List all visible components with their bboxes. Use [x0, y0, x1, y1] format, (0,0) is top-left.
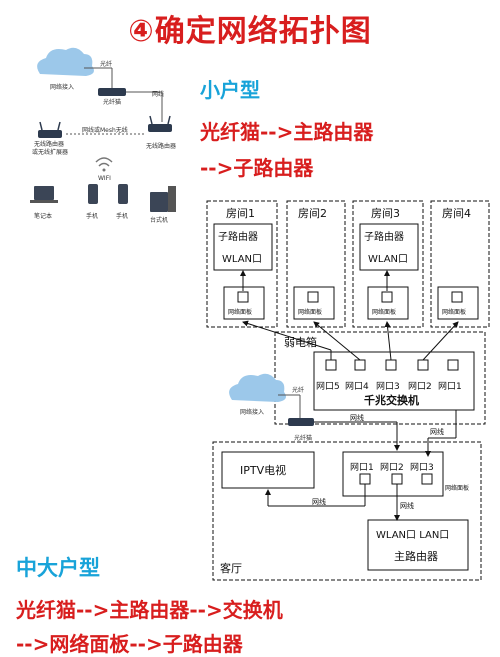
room-panel-4: 网络面板 [442, 308, 466, 316]
room-panel-1: 网络面板 [228, 308, 252, 316]
small-apartment-line-2: -->子路由器 [200, 156, 314, 180]
small-apartment-heading: 小户型 [200, 78, 260, 102]
main-router-label: 无线路由器 [146, 142, 176, 150]
iptv-label: IPTV电视 [240, 463, 286, 477]
living-room-label: 客厅 [220, 561, 242, 575]
room-label-1: 房间1 [226, 207, 255, 220]
room-label-3: 房间3 [371, 207, 400, 220]
cloud-icon [229, 373, 286, 402]
weak-current-box: 弱电箱 网口5 网口4 网口3 网口2 网口1 千兆交换机 [242, 320, 486, 425]
switch-port-3: 网口3 [376, 381, 400, 392]
lower-cable-label: 网线 [350, 413, 364, 422]
switch-label: 千兆交换机 [364, 393, 419, 407]
page-title: ④确定网络拓扑图 [128, 14, 372, 49]
iptv-cable-label: 网线 [312, 497, 326, 506]
wifi-label: WIFI [98, 175, 111, 182]
modem-icon [98, 88, 126, 96]
cloud-icon [37, 47, 94, 76]
device-label-desktop: 台式机 [150, 216, 168, 224]
switch-port-1: 网口1 [438, 381, 462, 392]
living-room: 网络接入 光纤 光纤猫 网线 网线 客厅 IPTV电视 网口1 网口2 网口3 … [212, 373, 482, 581]
device-label-phone-2: 手机 [116, 212, 128, 220]
sub-router-icon [38, 130, 62, 138]
main-router-icon [148, 124, 172, 132]
small-apartment-line-1: 光纤猫-->主路由器 [200, 120, 374, 144]
lower-modem-label: 光纤猫 [294, 434, 312, 442]
mid-apartment-line-2: -->网络面板-->子路由器 [16, 632, 243, 656]
panel-port-1: 网口1 [350, 462, 374, 473]
lower-cable-label-2: 网线 [430, 427, 444, 436]
room-wlan-3: WLAN口 [368, 254, 408, 265]
phone-icon [88, 184, 98, 204]
panel-port-2: 网口2 [380, 462, 404, 473]
room-router-1: 子路由器 [218, 230, 258, 243]
cable-label: 网线 [152, 90, 164, 98]
switch-port-4: 网口4 [345, 381, 369, 392]
room-router-3: 子路由器 [364, 230, 404, 243]
room-panel-2: 网络面板 [298, 308, 322, 316]
weak-box-label: 弱电箱 [284, 335, 317, 349]
cloud-label: 网络接入 [50, 83, 74, 91]
mid-apartment-line-1: 光纤猫-->主路由器-->交换机 [16, 598, 283, 622]
small-topology: 网络接入 光纤 光纤猫 网线 无线路由器 或无线扩展器 无线路由器 网线或Mes… [30, 47, 176, 224]
laptop-icon [34, 186, 54, 200]
wifi-icon [95, 157, 113, 167]
device-label-laptop: 笔记本 [34, 212, 52, 220]
modem-icon [288, 418, 314, 426]
panel-port-3: 网口3 [410, 462, 434, 473]
switch-port-2: 网口2 [408, 381, 432, 392]
mesh-label: 网线或Mesh无线 [82, 126, 128, 134]
phone-icon [118, 184, 128, 204]
room-label-2: 房间2 [298, 207, 327, 220]
room-panel-3: 网络面板 [372, 308, 396, 316]
sub-router-label-1: 无线路由器 [34, 140, 64, 148]
lower-cloud-label: 网络接入 [240, 408, 264, 416]
fiber-label: 光纤 [100, 60, 112, 68]
router-ports-label: WLAN口 LAN口 [376, 530, 449, 541]
lower-panel-label: 网络面板 [445, 484, 469, 492]
room-wlan-1: WLAN口 [222, 254, 262, 265]
lower-fiber-label: 光纤 [292, 386, 304, 394]
desktop-icon [150, 192, 168, 212]
switch-port-5: 网口5 [316, 381, 340, 392]
modem-label: 光纤猫 [103, 98, 121, 106]
mid-apartment-heading: 中大户型 [16, 556, 100, 580]
router-cable-label: 网线 [400, 501, 414, 510]
sub-router-label-2: 或无线扩展器 [32, 148, 68, 156]
room-label-4: 房间4 [442, 207, 471, 220]
rooms-row: 房间1 子路由器 WLAN口 网络面板 房间2 网络面板 房间3 子路由器 WL… [206, 200, 490, 328]
device-label-phone-1: 手机 [86, 212, 98, 220]
main-router-box-label: 主路由器 [394, 549, 438, 563]
